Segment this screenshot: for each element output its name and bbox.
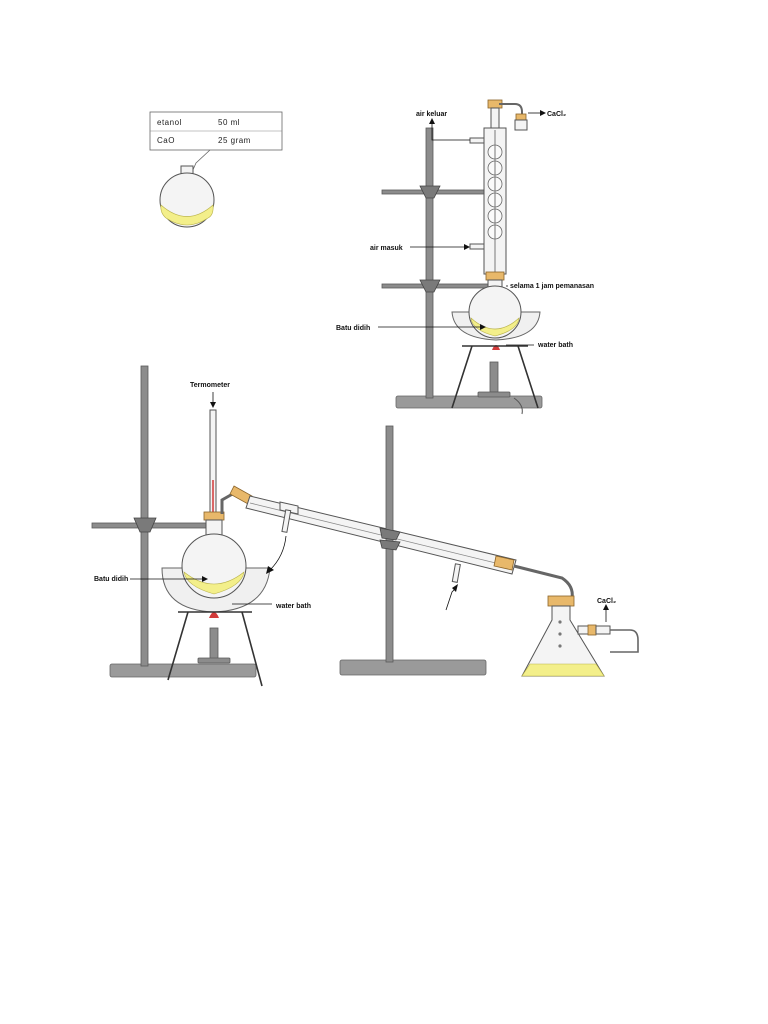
clamp-icon (133, 517, 157, 533)
label-heating-duration: selama 1 jam pemanasan (510, 283, 594, 290)
burner-icon (477, 361, 511, 398)
reagent-ethanol-name: etanol (157, 118, 182, 127)
clamp-icon (379, 527, 401, 551)
condenser-icon (229, 485, 574, 599)
reflux-stand-base (395, 395, 543, 409)
label-reflux-water-bath: water bath (537, 342, 573, 349)
tripod-icon (451, 345, 539, 409)
label-thermometer: Termometer (190, 382, 230, 389)
condenser-icon (469, 99, 528, 275)
label-reflux-drying-tube: CaCl₂ (547, 111, 566, 118)
reagent-cao-name: CaO (157, 136, 175, 145)
label-distill-water-bath: water bath (275, 603, 311, 610)
label-water-out: air keluar (416, 111, 447, 118)
flask-icon (159, 165, 215, 228)
distill-stand-base-right (339, 659, 487, 676)
label-distill-boiling-stone: Batu didih (94, 576, 128, 583)
distillation-setup: Termometer (91, 365, 639, 687)
clamp-icon (381, 185, 501, 293)
burner-icon (197, 627, 231, 664)
distill-stand-rod-left (140, 365, 149, 667)
distill-flame (209, 612, 219, 618)
receiver-flask (521, 595, 605, 677)
reflux-flask (468, 285, 522, 339)
reagent-cao-amount: 25 gram (218, 136, 251, 145)
reagent-group: etanol 50 ml CaO 25 gram (149, 111, 283, 228)
tripod-icon (167, 611, 263, 687)
label-distill-drying-tube: CaCl₂ (597, 598, 616, 605)
label-water-in: air masuk (370, 245, 403, 252)
reflux-setup: air keluar CaCl₂ air masuk selama 1 jam … (336, 99, 594, 415)
reagent-ethanol-amount: 50 ml (218, 118, 240, 127)
distill-stand-base-left (109, 663, 257, 678)
distill-flask (181, 533, 247, 599)
reflux-stand-rod (425, 127, 434, 399)
label-reflux-boiling-stone: Batu didih (336, 325, 370, 332)
